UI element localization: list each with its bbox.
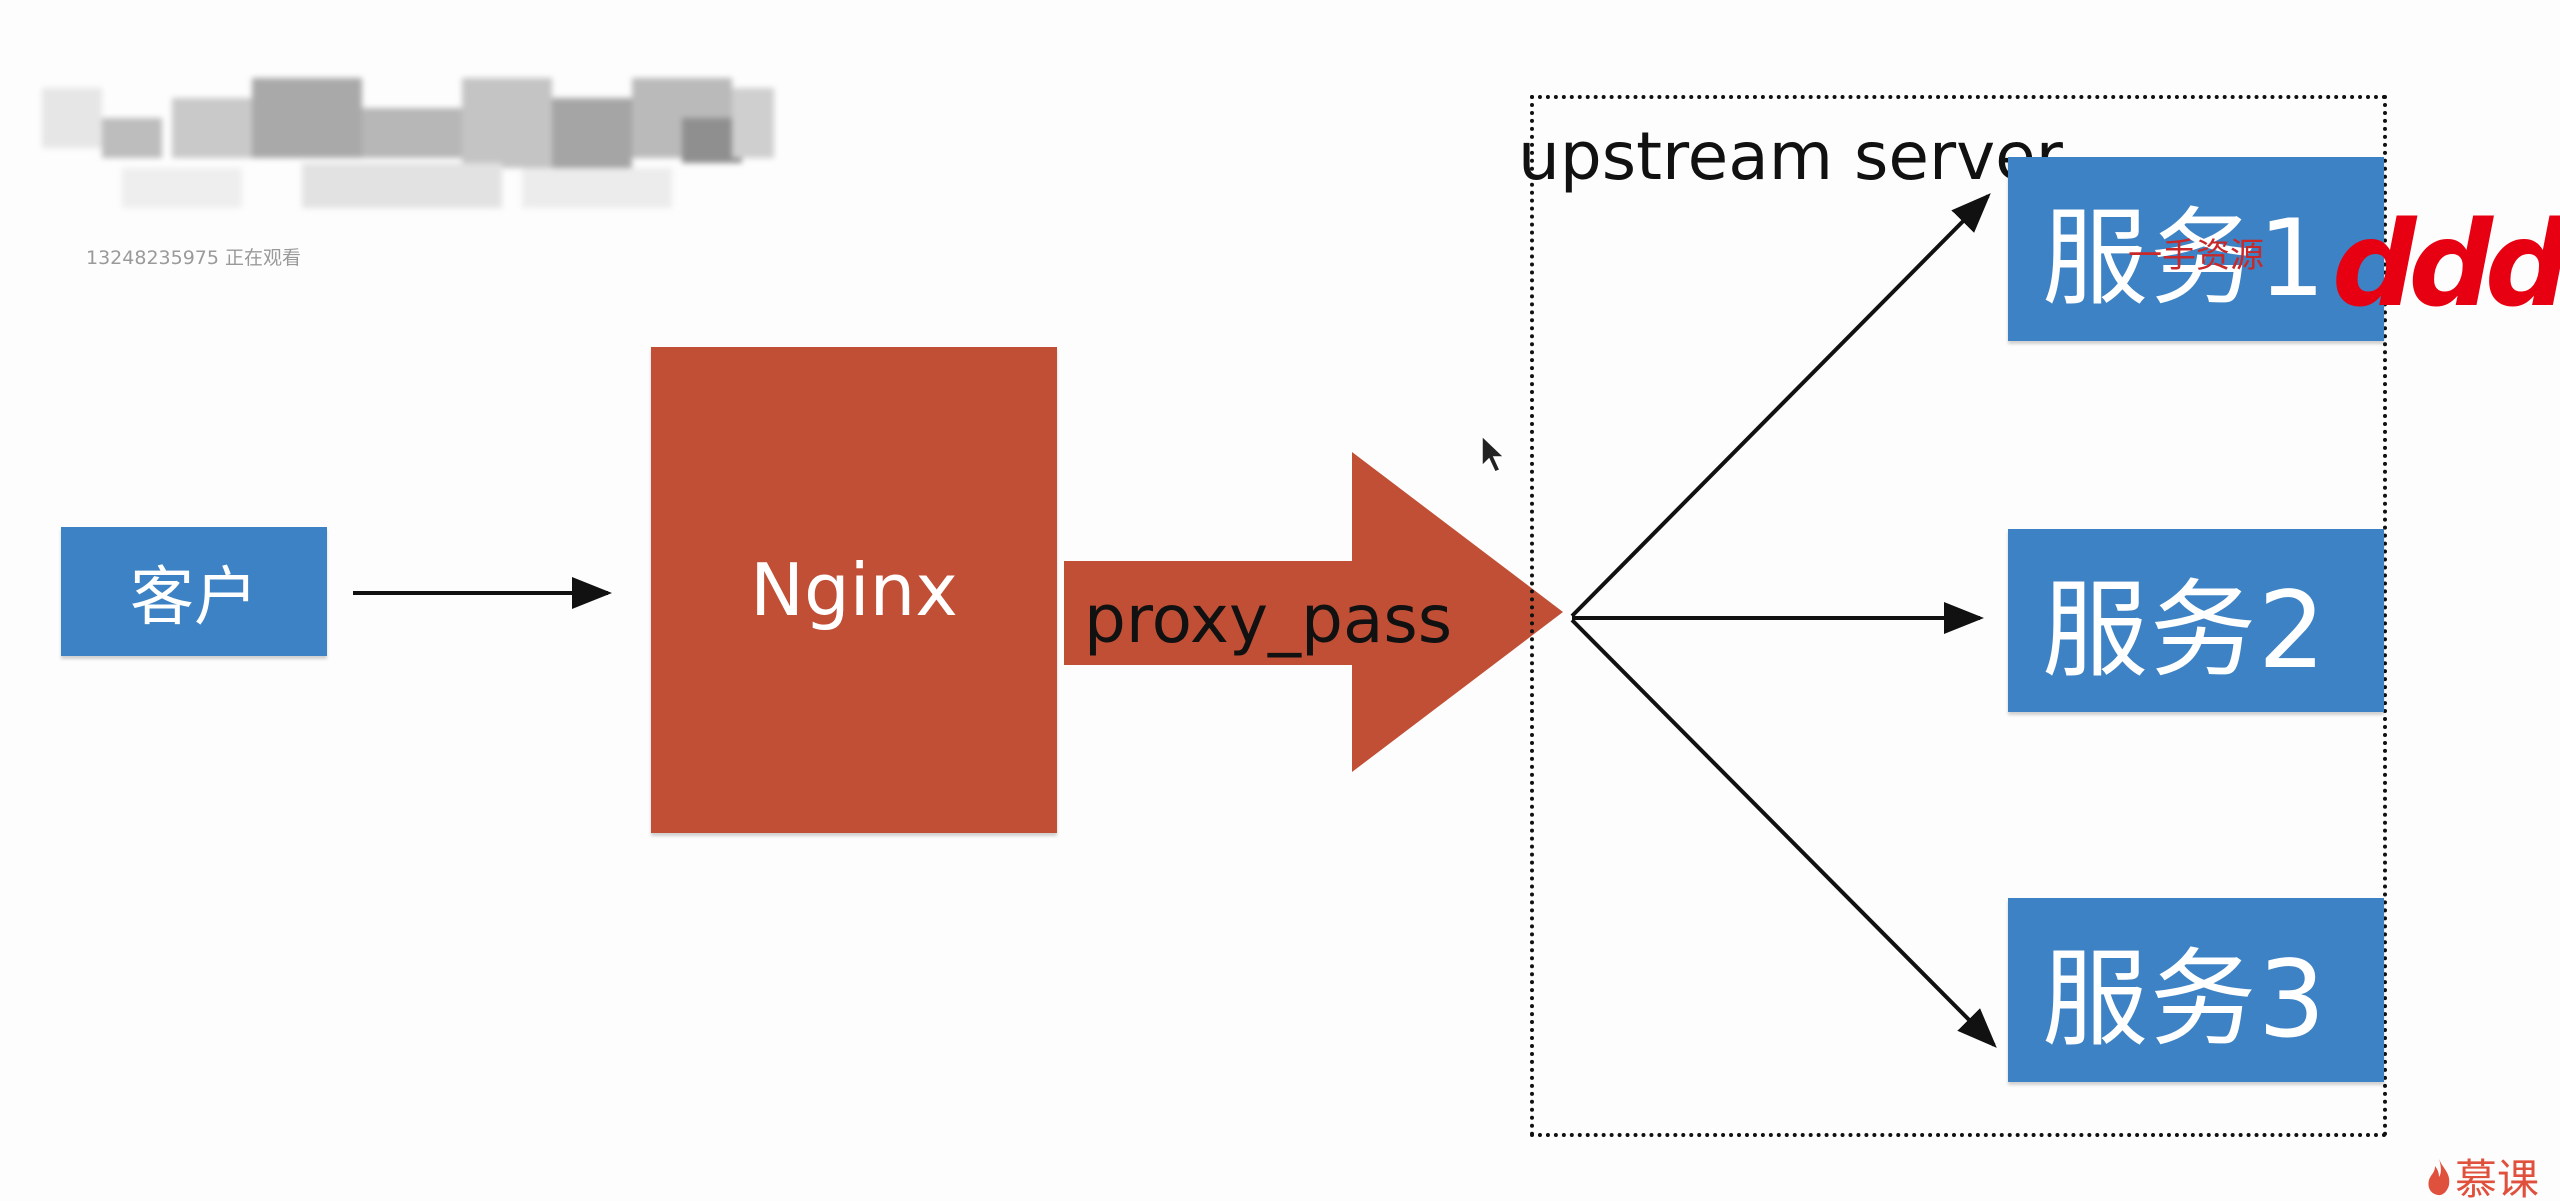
upstream-group-border <box>1530 95 2387 1137</box>
flame-icon <box>2428 1158 2450 1195</box>
nginx-node: Nginx <box>651 347 1057 833</box>
arrow-to-service-3 <box>1570 618 1997 1048</box>
red-watermark-overlay: dddd <box>2332 195 2560 333</box>
proxy-pass-label: proxy_pass <box>1084 581 1453 658</box>
watermark-text: 一手资源 <box>2128 236 2264 276</box>
viewer-note: 13248235975 正在观看 <box>86 247 302 269</box>
mouse-cursor-icon <box>1481 434 1506 473</box>
client-node: 客户 <box>61 527 327 656</box>
corner-logo: 慕课 <box>2425 1146 2539 1201</box>
service-node-3: 服务3 <box>2008 898 2384 1082</box>
blurred-header <box>42 78 774 218</box>
upstream-group-label: upstream server <box>1518 118 2063 195</box>
service-node-1: 服务1 <box>2008 157 2384 341</box>
service-node-2: 服务2 <box>2008 529 2384 712</box>
proxy-pass-arrow <box>1064 452 1563 772</box>
corner-logo-text: 慕课 <box>2455 1155 2540 1201</box>
arrow-to-service-1 <box>1570 193 1991 618</box>
